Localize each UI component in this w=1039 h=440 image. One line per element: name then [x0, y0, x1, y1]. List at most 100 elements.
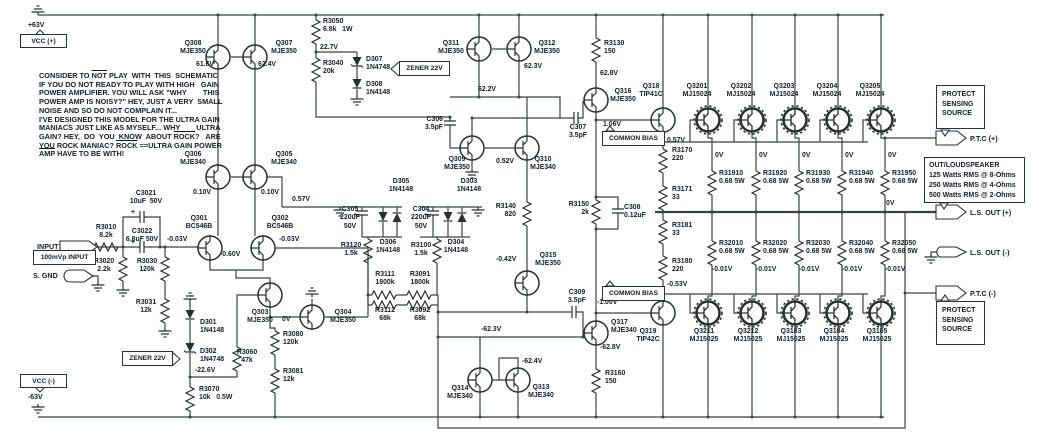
- vcc-minus-label: VCC (-): [32, 377, 55, 385]
- r32050-label: R32050 0.68 5W: [892, 240, 918, 256]
- q314-label: Q314 MJE340: [447, 385, 473, 401]
- ls-out-plus-flag: [935, 204, 967, 220]
- q304-label: Q304 MJE350: [330, 309, 356, 325]
- protect-top-pointer: [939, 129, 951, 137]
- v-1-06: 1.06V: [603, 121, 622, 128]
- r3070-label: R3070 10k 0.5W: [199, 386, 233, 402]
- r31930-label: R31930 0.68 5W: [806, 170, 832, 186]
- resistor-symbol: [522, 201, 532, 227]
- transistor-symbol: [650, 106, 676, 134]
- resistor-symbol: [118, 256, 128, 282]
- r32040-label: R32040 0.68 5W: [849, 240, 875, 256]
- junction-dots: [121, 13, 907, 419]
- signal-ground-flag: [63, 269, 94, 283]
- junction-dot: [836, 13, 840, 17]
- v-m22-6: -22.6V: [195, 367, 216, 374]
- ground-symbol: [90, 281, 106, 292]
- ptc-plus-label: P.T.C (+): [970, 134, 998, 143]
- r31950-label: R31950 0.68 5W: [892, 170, 918, 186]
- v-62-4: 62.4V: [258, 61, 277, 68]
- r3091-label: R3091 1800k: [409, 271, 431, 287]
- r3020-label: R3020 2.2k: [93, 258, 115, 274]
- junction-dot: [706, 13, 710, 17]
- note-line: YOU ROCK MANIAC? ROCK ==ULTRA GAIN POWER: [39, 140, 222, 150]
- v-m0-03-a: -0.03V: [167, 236, 188, 243]
- junction-dot: [477, 13, 481, 17]
- zener-callout-bottom-tip: [171, 351, 181, 367]
- rail-wires: [38, 14, 936, 429]
- c3022-label: C3022 6.8uF 50V: [125, 228, 159, 244]
- junction-dot: [594, 118, 598, 122]
- protect-sensing-box-bottom: PROTECT SENSING SOURCE: [936, 301, 985, 345]
- q303-label: Q303 MJE350: [247, 309, 273, 325]
- resistor-symbol: [371, 290, 397, 300]
- vcc-plus-pointer: [35, 29, 45, 35]
- power-transistor-symbol: [692, 104, 724, 136]
- junction-dot: [517, 95, 521, 99]
- resistor-symbol: [160, 256, 170, 282]
- power-transistor-symbol: [779, 104, 811, 136]
- v-m62-3: -62.3V: [481, 326, 502, 333]
- q315-label: Q315 MJE350: [535, 252, 561, 268]
- capacitor-symbol: [611, 208, 625, 214]
- ptc-minus-flag: [935, 285, 967, 301]
- resistor-symbol: [311, 57, 321, 83]
- power-transistor-symbol: [779, 297, 811, 329]
- resistor-symbol: [837, 170, 847, 196]
- q319-label: Q319 TIP42C: [636, 328, 660, 344]
- v-minus-63: -63V: [28, 394, 43, 401]
- d306-label: D306 1N4148: [375, 239, 401, 255]
- q3205-label: Q3205 MJ15024: [855, 83, 885, 99]
- junction-dot: [594, 13, 598, 17]
- resistor-symbol: [658, 148, 668, 174]
- v-m0-01-5: -0.01V: [885, 266, 906, 273]
- loudspeaker-ratings-box: OUT/LOUDSPEAKER 125 Watts RMS @ 8-Ohms 2…: [924, 157, 1025, 203]
- junction-dot: [836, 415, 840, 419]
- c304-plus: +: [424, 212, 429, 219]
- ground-symbol: [923, 253, 939, 264]
- r3060-label: R3060 47k: [236, 349, 258, 365]
- transistor-symbol: [506, 35, 532, 63]
- junction-dot: [793, 415, 797, 419]
- c3022-plus: +: [131, 239, 136, 246]
- junction-dot: [470, 116, 474, 120]
- v-m1-00: -1.00V: [597, 299, 618, 306]
- v-0-10-b: 0.10V: [261, 189, 280, 196]
- ground-symbol: [157, 327, 173, 338]
- r3171-label: R3171 33: [672, 186, 693, 202]
- d303-label: D303 1N4148: [456, 178, 482, 194]
- junction-dot: [158, 245, 162, 249]
- q310-label: Q310 MJE340: [530, 156, 556, 172]
- q302-label: Q302 BC546B: [266, 215, 294, 231]
- junction-dot: [314, 50, 318, 54]
- r3100-label: R3100 1.5k: [410, 242, 432, 258]
- c3021-plus: +: [131, 209, 136, 216]
- resistor-symbol: [880, 240, 890, 266]
- c304-label: C304 220uF 50V: [411, 206, 431, 230]
- diode-symbol: [391, 212, 403, 223]
- note-line: AMP HAVE TO BE WITH!: [39, 149, 125, 159]
- v-plus-63: +63V: [28, 22, 45, 29]
- q308-label: Q308 MJE350: [180, 40, 206, 56]
- q318-label: Q318 TIP41C: [639, 83, 663, 99]
- transistor-symbol: [250, 234, 276, 262]
- r3170-label: R3170 220: [672, 147, 693, 163]
- power-transistor-symbol: [736, 104, 768, 136]
- q305-label: Q305 MJE340: [271, 151, 297, 167]
- r3080-label: R3080 120k: [283, 331, 304, 347]
- q316-label: Q316 MJE350: [610, 88, 636, 104]
- r3112-label: R3112 68k: [375, 307, 395, 323]
- power-transistor-symbol: [822, 297, 854, 329]
- input-label: INPUT: [37, 242, 59, 251]
- junction-dot: [754, 210, 758, 214]
- out-rating-8ohm: 125 Watts RMS @ 8-Ohms: [929, 171, 1016, 179]
- c305-label: C305 220uF 50V: [340, 206, 360, 230]
- note-line: I'VE DESIGNED THIS MODEL FOR THE ULTRA G…: [39, 114, 220, 124]
- resistor-symbol: [880, 170, 890, 196]
- ls-out-plus-label: L.S. OUT (+): [970, 208, 1012, 217]
- v-0-57-a: 0.57V: [292, 196, 311, 203]
- resistor-symbol: [311, 19, 321, 45]
- note-line: GAIN? HEY, DO YOU KNOW ABOUT ROCK? ARE: [39, 131, 221, 141]
- transistor-symbol: [466, 35, 492, 63]
- out-title: OUT/LOUDSPEAKER: [929, 162, 1000, 169]
